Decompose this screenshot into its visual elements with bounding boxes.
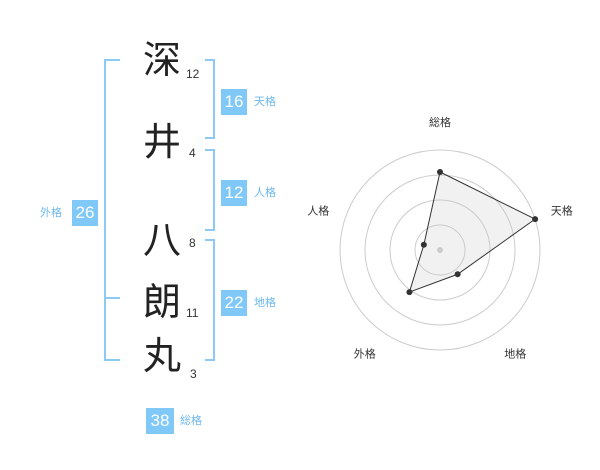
stroke-count-1: 12 xyxy=(186,67,200,81)
name-char-3: 八 xyxy=(142,218,181,262)
jinkaku-bracket xyxy=(205,149,215,231)
jinkaku-value: 12 xyxy=(221,180,247,206)
tenkaku-bracket xyxy=(205,59,215,139)
stroke-count-5: 3 xyxy=(190,367,197,381)
radar-axis-label-3: 地格 xyxy=(504,347,526,361)
radar-axis-label-4: 外格 xyxy=(354,347,376,361)
chikaku-bracket xyxy=(205,239,215,361)
radar-point-4 xyxy=(406,289,413,296)
name-char-4: 朗 xyxy=(142,280,181,324)
radar-axis-label-2: 天格 xyxy=(551,203,573,217)
radar-ring-1 xyxy=(414,224,466,276)
jinkaku-label: 人格 xyxy=(254,186,276,199)
name-char-5: 丸 xyxy=(142,334,181,378)
soukaku-value: 38 xyxy=(146,408,174,434)
radar-ring-2 xyxy=(389,199,491,301)
name-char-2: 井 xyxy=(142,120,181,164)
stroke-count-2: 4 xyxy=(189,146,196,160)
gaikaku-value: 26 xyxy=(72,200,98,226)
radar-point-3 xyxy=(454,271,461,278)
radar-polygon xyxy=(408,171,537,293)
radar-point-5 xyxy=(420,241,427,248)
radar-ring-4 xyxy=(339,149,541,351)
soukaku-label: 総格 xyxy=(180,414,202,427)
name-char-1: 深 xyxy=(142,38,181,82)
tenkaku-label: 天格 xyxy=(254,95,276,108)
tenkaku-value: 16 xyxy=(221,89,247,115)
radar-axis-label-5: 人格 xyxy=(307,203,329,217)
radar-point-1 xyxy=(437,169,443,175)
radar-center-dot xyxy=(437,247,443,253)
stroke-count-3: 8 xyxy=(189,236,196,250)
radar-axis-label-1: 総格 xyxy=(429,115,451,129)
radar-point-2 xyxy=(532,216,539,223)
chikaku-label: 地格 xyxy=(254,296,276,309)
chikaku-value: 22 xyxy=(221,290,247,316)
stroke-count-4: 11 xyxy=(186,306,199,320)
outer-bracket xyxy=(104,59,120,361)
gaikaku-label: 外格 xyxy=(40,206,62,219)
